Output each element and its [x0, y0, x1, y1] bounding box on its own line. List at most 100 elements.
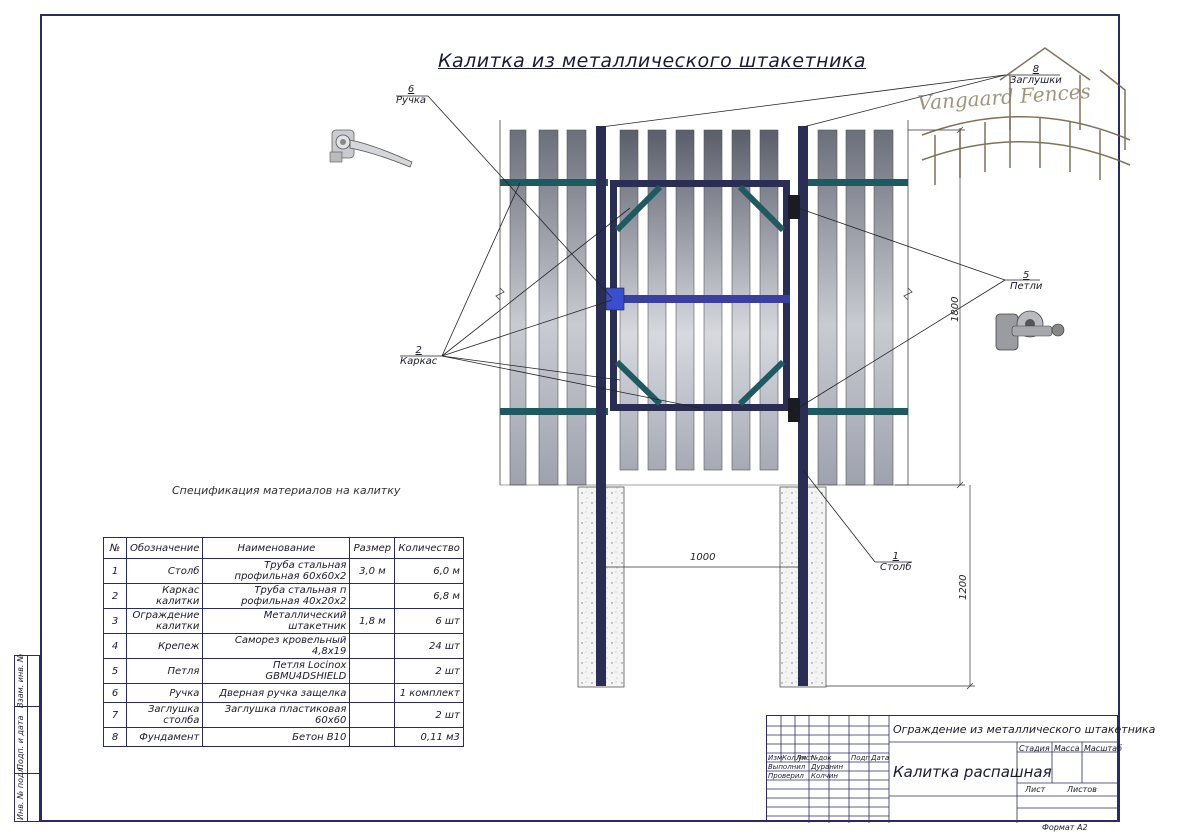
- spec-header-row: № Обозначение Наименование Размер Количе…: [103, 537, 464, 559]
- spec-cell-name: Бетон В10: [202, 727, 351, 747]
- gate-frame: [605, 180, 800, 422]
- spec-cell-qty: 2 шт: [394, 702, 464, 728]
- spec-cell-name: Труба стальная профильная 60х60х2: [202, 558, 351, 584]
- handle-product-image: [329, 129, 413, 168]
- dim-width: 1000: [690, 552, 716, 563]
- spec-cell-name: Труба стальная п рофильная 40х20х2: [202, 583, 351, 609]
- label-frame-num: 2: [415, 345, 422, 356]
- spec-cell-designation: Ограждение калитки: [125, 608, 204, 634]
- stamp-mass: Масса: [1054, 744, 1080, 753]
- brand-logo-text: Vangaard Fences: [917, 79, 1092, 115]
- label-caps-num: 8: [1032, 64, 1040, 75]
- spec-cell-num: 3: [103, 608, 127, 634]
- spec-cell-name: Металлический штакетник: [202, 608, 351, 634]
- table-row: 2 Каркас калитки Труба стальная п рофиль…: [103, 583, 464, 609]
- right-fence-pickets: [817, 129, 894, 486]
- spec-cell-size: [349, 633, 396, 659]
- spec-cell-designation: Заглушка столба: [125, 702, 204, 728]
- spec-cell-name: Саморез кровельный 4,8х19: [202, 633, 351, 659]
- stamp-person-2: Колчин: [811, 772, 838, 780]
- stamp-sheet: Лист: [1025, 785, 1046, 794]
- spec-cell-designation: Крепеж: [125, 633, 204, 659]
- spec-cell-size: [349, 702, 396, 728]
- dim-height-total: 1800: [950, 296, 961, 322]
- stamp-role-2: Проверил: [768, 772, 804, 780]
- label-handle-name: Ручка: [396, 95, 427, 106]
- spec-cell-num: 4: [103, 633, 127, 659]
- spec-cell-qty: 6,8 м: [394, 583, 464, 609]
- spec-cell-qty: 24 шт: [394, 633, 464, 659]
- stamp-person-1: Дуранин: [811, 763, 844, 771]
- spec-cell-num: 6: [103, 683, 127, 703]
- table-row: 1 Столб Труба стальная профильная 60х60х…: [103, 558, 464, 584]
- stamp-col-ndoc: №док: [811, 754, 832, 762]
- table-row: 7 Заглушка столба Заглушка пластиковая 6…: [103, 702, 464, 728]
- stamp-role-1: Выполнил: [768, 763, 806, 771]
- label-frame-name: Каркас: [400, 356, 438, 367]
- spec-header: Наименование: [202, 537, 351, 559]
- label-handle-num: 6: [407, 84, 415, 95]
- spec-cell-designation: Петля: [125, 658, 204, 684]
- spec-cell-name: Дверная ручка защелка: [202, 683, 351, 703]
- spec-cell-qty: 6 шт: [394, 608, 464, 634]
- spec-header: Размер: [349, 537, 396, 559]
- spec-cell-name: Заглушка пластиковая 60х60: [202, 702, 351, 728]
- spec-cell-size: 1,8 м: [349, 608, 396, 634]
- spec-header: №: [103, 537, 127, 559]
- spec-cell-size: [349, 658, 396, 684]
- label-hinges-name: Петли: [1010, 281, 1043, 292]
- spec-header: Обозначение: [125, 537, 204, 559]
- rail-right-top: [808, 179, 908, 186]
- spec-cell-size: [349, 727, 396, 747]
- stamp-scale: Масштаб: [1084, 744, 1123, 753]
- table-row: 3 Ограждение калитки Металлический штаке…: [103, 608, 464, 634]
- spec-cell-qty: 2 шт: [394, 658, 464, 684]
- post-left: [596, 126, 606, 686]
- stamp-col-podp: Подп: [851, 754, 870, 762]
- label-hinges-num: 5: [1023, 270, 1030, 281]
- label-post-num: 1: [892, 551, 899, 562]
- spec-cell-qty: 6,0 м: [394, 558, 464, 584]
- spec-cell-name: Петля Locinox GBMU4DSHIELD: [202, 658, 351, 684]
- stamp-col-list: Лист: [796, 754, 814, 762]
- label-handle: 6 Ручка: [396, 84, 426, 106]
- brand-logo: [921, 47, 1131, 185]
- spec-cell-qty: 0,11 м3: [394, 727, 464, 747]
- stamp-project: Ограждение из металлического штакетника: [893, 723, 1156, 736]
- table-row: 5 Петля Петля Locinox GBMU4DSHIELD 2 шт: [103, 658, 464, 684]
- rail-right-bottom: [808, 408, 908, 415]
- table-row: 8 Фундамент Бетон В10 0,11 м3: [103, 727, 464, 747]
- stamp-stage: Стадия: [1019, 744, 1050, 753]
- spec-cell-designation: Столб: [125, 558, 204, 584]
- sheet-format: Формат А2: [1042, 823, 1088, 832]
- spec-cell-size: [349, 683, 396, 703]
- table-row: 4 Крепеж Саморез кровельный 4,8х19 24 шт: [103, 633, 464, 659]
- label-caps: 8 Заглушки: [1010, 64, 1062, 86]
- spec-cell-designation: Каркас калитки: [125, 583, 204, 609]
- spec-cell-num: 5: [103, 658, 127, 684]
- spec-cell-size: 3,0 м: [349, 558, 396, 584]
- stamp-col-izm: Изм: [768, 754, 783, 762]
- drawing-title: Калитка из металлического штакетника: [438, 50, 867, 72]
- stamp-sheets: Листов: [1067, 785, 1097, 794]
- label-post: 1 Столб: [880, 551, 911, 573]
- spec-cell-size: [349, 583, 396, 609]
- spec-cell-designation: Фундамент: [125, 727, 204, 747]
- spec-cell-designation: Ручка: [125, 683, 204, 703]
- spec-table: № Обозначение Наименование Размер Количе…: [103, 537, 464, 747]
- stamp-drawing-name: Калитка распашная: [893, 763, 1052, 781]
- hinge-product-image: [995, 310, 1065, 351]
- title-block-grid: [767, 716, 1119, 823]
- stamp-col-data: Дата: [871, 754, 890, 762]
- spec-cell-num: 8: [103, 727, 127, 747]
- brand-logo-wordmark: Vangaard Fences: [917, 79, 1092, 115]
- label-hinges: 5 Петли: [1010, 270, 1042, 292]
- label-frame: 2 Каркас: [400, 345, 437, 367]
- leader-lines: [396, 74, 1060, 563]
- side-strip: [14, 655, 40, 822]
- spec-cell-num: 2: [103, 583, 127, 609]
- post-right: [798, 126, 808, 686]
- rail-left-top: [500, 179, 608, 186]
